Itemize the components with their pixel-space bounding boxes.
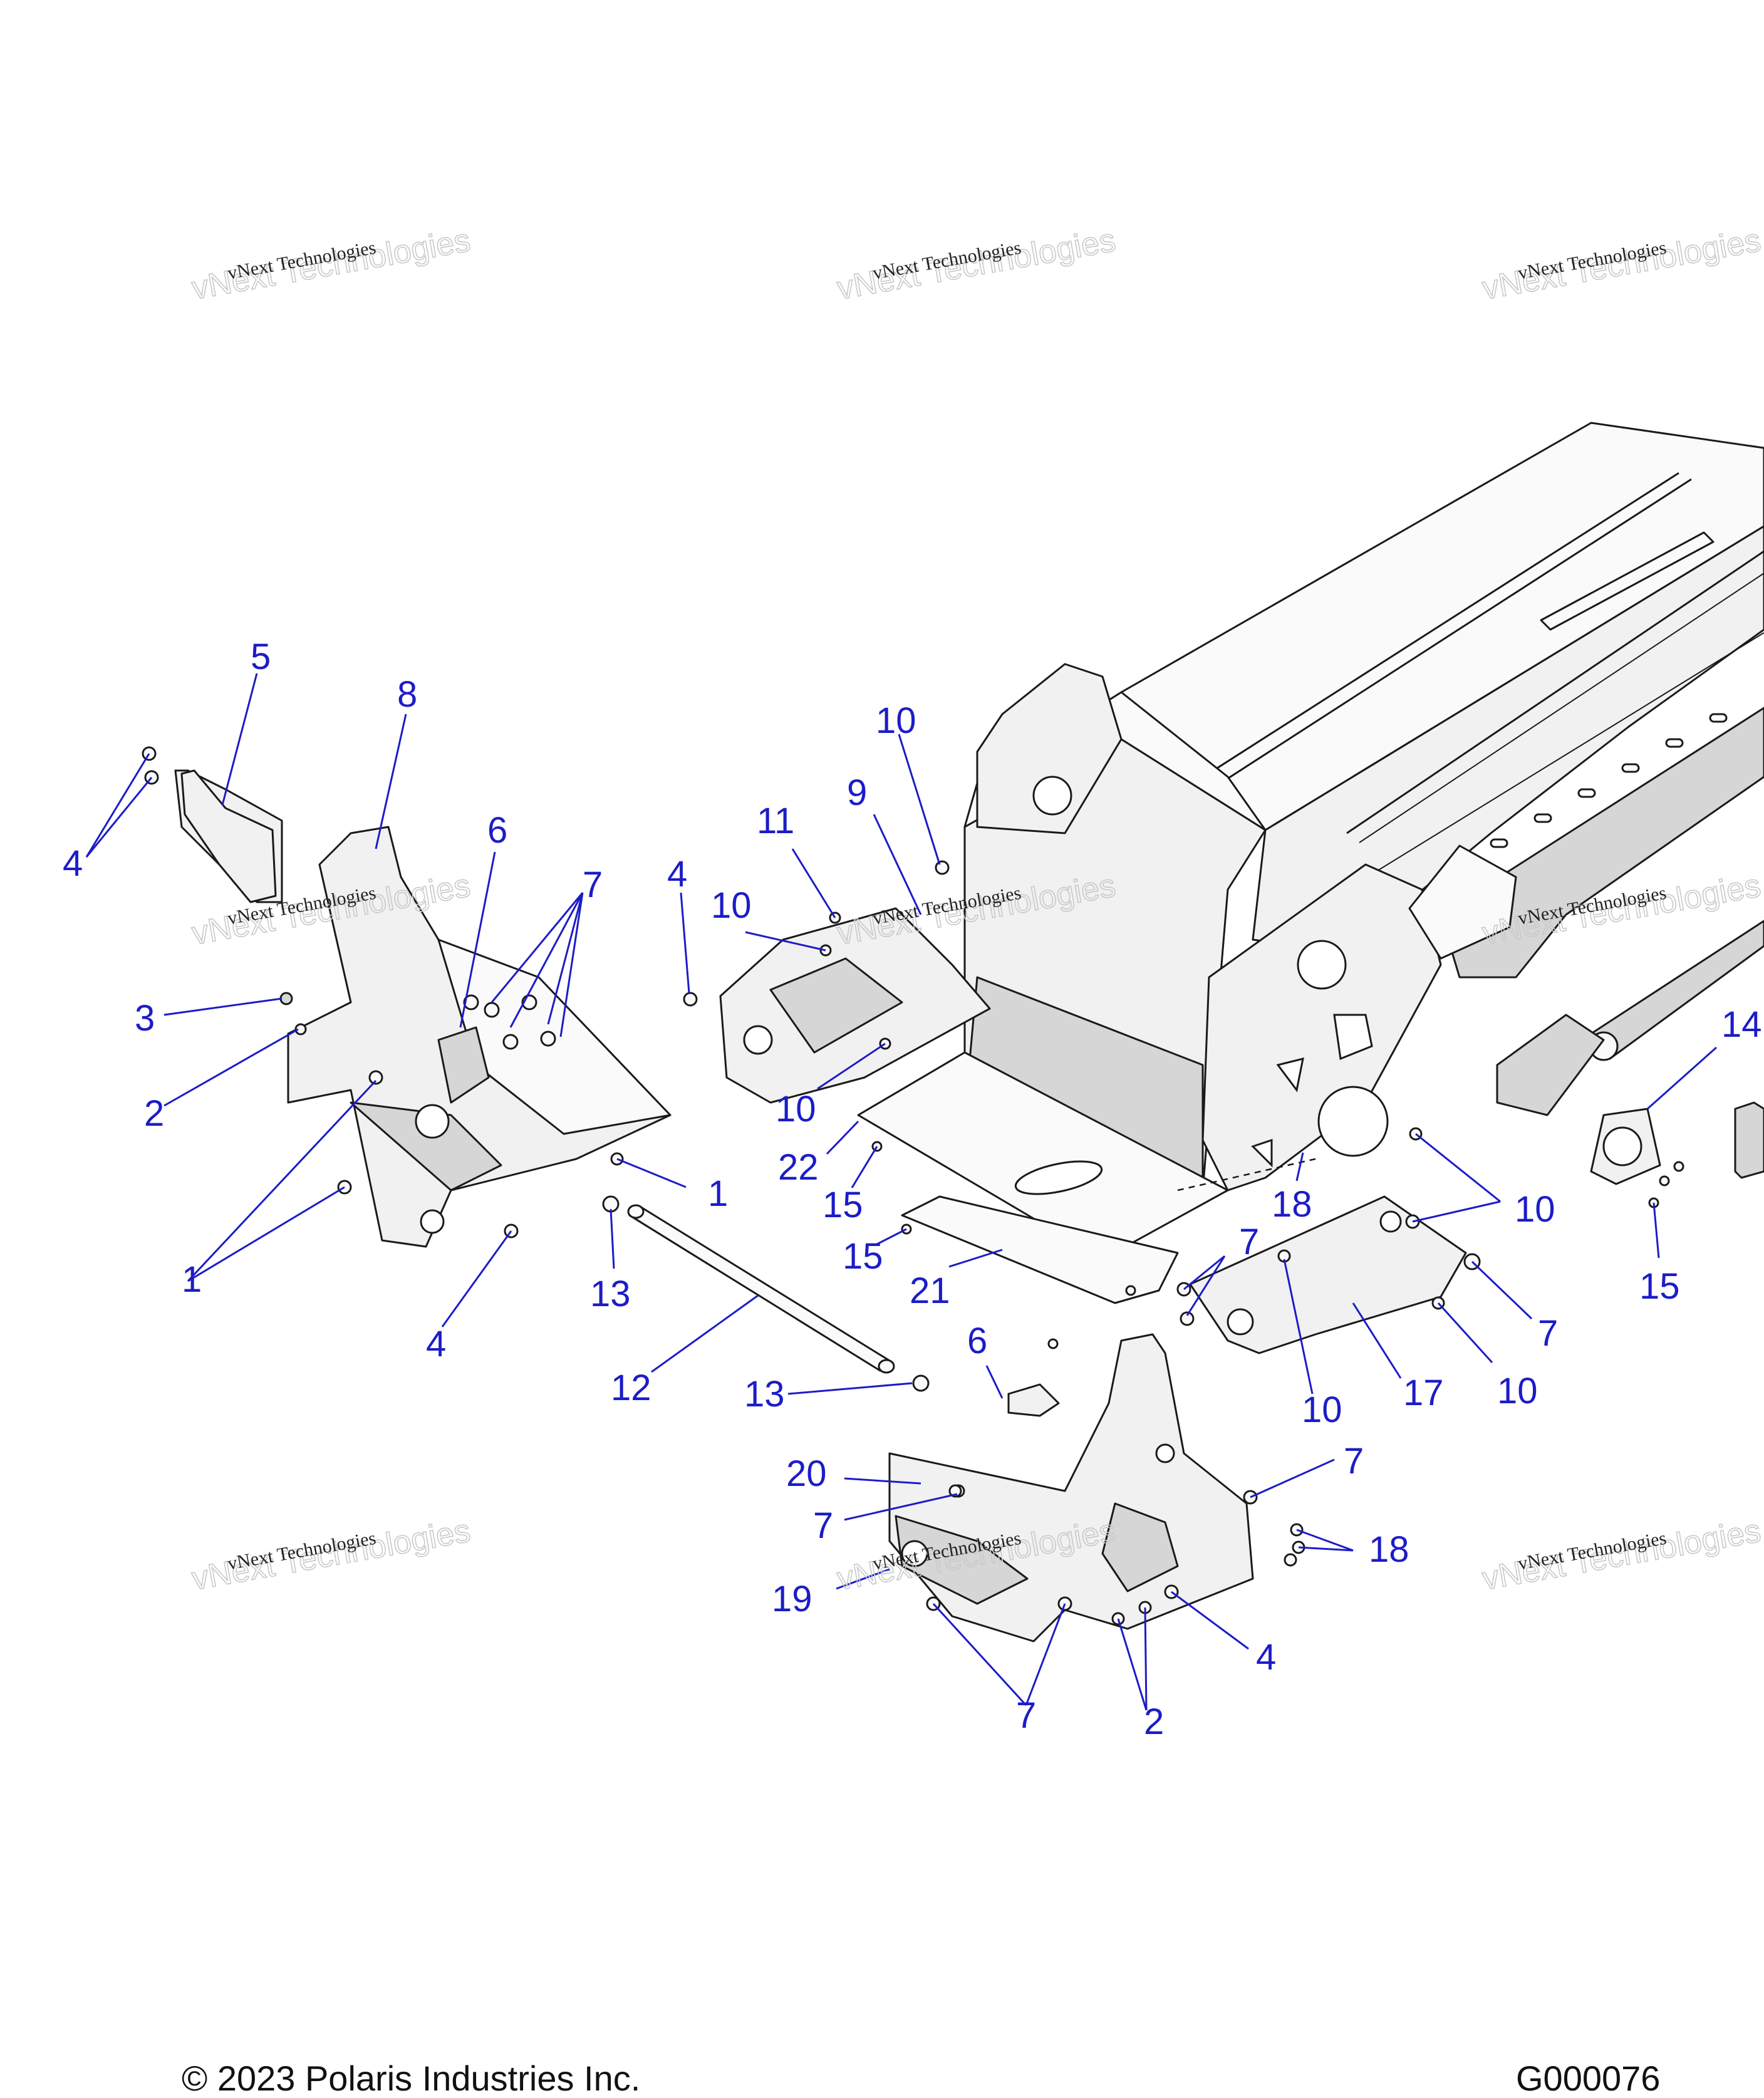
callout-4: 4 (1256, 1637, 1276, 1678)
callout-10: 10 (776, 1089, 816, 1129)
callout-14: 14 (1721, 1004, 1762, 1045)
callout-22: 22 (778, 1147, 819, 1188)
callout-13: 13 (744, 1374, 785, 1415)
cross-tube (627, 1204, 895, 1374)
callout-11: 11 (757, 801, 794, 841)
callout-7: 7 (1538, 1313, 1558, 1354)
callout-9: 9 (847, 772, 867, 813)
front-frame-left (174, 769, 672, 1248)
plate-14 (1590, 1101, 1764, 1185)
front-frame-lower (888, 1333, 1254, 1643)
callout-17: 17 (1403, 1373, 1444, 1413)
callout-4: 4 (63, 843, 83, 884)
callout-4: 4 (667, 854, 687, 895)
copyright-text: © 2023 Polaris Industries Inc. (182, 2059, 641, 2098)
callout-19: 19 (772, 1579, 812, 1619)
callout-1: 1 (708, 1173, 728, 1214)
callout-7: 7 (1016, 1695, 1036, 1736)
bracket-5 (180, 769, 277, 903)
callout-10: 10 (876, 700, 916, 741)
callout-21: 21 (910, 1270, 950, 1311)
callout-2: 2 (144, 1093, 164, 1134)
callout-4: 4 (426, 1324, 446, 1364)
callout-13: 13 (590, 1274, 631, 1314)
callout-6: 6 (487, 810, 507, 851)
callout-7: 7 (813, 1505, 833, 1546)
callout-5: 5 (251, 636, 271, 677)
callout-10: 10 (1515, 1189, 1555, 1230)
callout-18: 18 (1369, 1529, 1409, 1570)
callout-7: 7 (1344, 1441, 1364, 1482)
tunnel-assembly (963, 422, 1764, 1192)
callout-1: 1 (182, 1259, 202, 1300)
callout-15: 15 (843, 1236, 883, 1277)
callout-7: 7 (1239, 1222, 1259, 1262)
callout-8: 8 (397, 674, 417, 715)
fasteners (142, 746, 1684, 1626)
callout-2: 2 (1144, 1701, 1164, 1742)
rear-bracket-17 (1189, 1195, 1467, 1354)
callout-labels: 5 8 4 6 7 4 3 2 1 1 4 13 12 13 10 11 9 1… (63, 636, 1762, 1742)
callout-7: 7 (583, 865, 603, 905)
front-arm-left (719, 907, 991, 1104)
belly-pan-plates (857, 1051, 1316, 1304)
callout-15: 15 (1639, 1266, 1680, 1307)
callout-15: 15 (822, 1185, 863, 1225)
leader-lines (85, 673, 1717, 1711)
callout-10: 10 (1302, 1389, 1342, 1430)
figure-id: G000076 (1516, 2059, 1661, 2098)
callout-20: 20 (786, 1453, 827, 1494)
callout-12: 12 (611, 1368, 651, 1408)
callout-3: 3 (135, 998, 155, 1039)
callout-10: 10 (1497, 1371, 1538, 1411)
callout-18: 18 (1272, 1184, 1312, 1225)
callout-6: 6 (967, 1321, 987, 1361)
callout-10: 10 (711, 885, 752, 926)
